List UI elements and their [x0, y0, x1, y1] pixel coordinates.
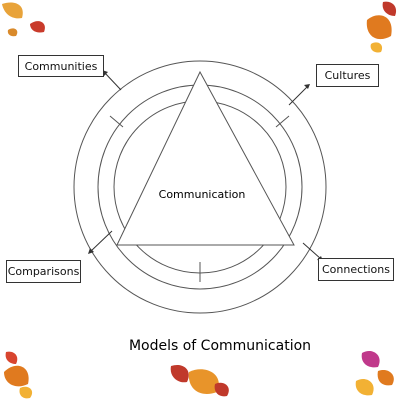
communities-label: Communities [24, 59, 98, 73]
ring-divider-upper-right [275, 115, 290, 128]
center-label: Communication [158, 188, 246, 201]
cultures-label: Cultures [324, 69, 371, 82]
arrowhead-comparisons [88, 248, 94, 254]
arrow-connections [302, 242, 322, 260]
connections-label: Connections [322, 263, 390, 276]
leaf-icon [214, 382, 229, 397]
leaf-icon [361, 350, 380, 368]
cultures-box: Cultures [316, 64, 379, 87]
leaf-cluster-bottom-center [170, 364, 229, 397]
arrow-comparisons [89, 230, 113, 253]
connections-box: Connections [318, 258, 394, 281]
outer-ring [73, 60, 327, 314]
arrowhead-cultures [304, 84, 310, 89]
communication-triangle [116, 70, 295, 246]
leaf-icon [19, 386, 33, 399]
comparisons-label: Comparisons [7, 265, 80, 278]
leaf-icon [188, 369, 219, 394]
leaf-icon [355, 378, 374, 396]
communities-box: Communities [18, 55, 104, 77]
leaf-icon [5, 351, 18, 364]
diagram-title: Models of Communication [128, 338, 312, 354]
leaf-icon [170, 364, 189, 383]
leaf-icon [370, 42, 383, 53]
arrow-communities [103, 71, 122, 91]
comparisons-box: Comparisons [6, 260, 81, 283]
leaf-cluster-bottom-right [355, 350, 394, 396]
leaf-icon [4, 365, 29, 387]
arrow-cultures [288, 85, 309, 106]
leaf-icon [382, 1, 397, 17]
ring-divider-upper-left [109, 115, 124, 128]
leaf-icon [377, 369, 394, 386]
leaf-cluster-top-right [366, 1, 397, 53]
leaf-icon [30, 21, 45, 33]
leaf-icon [7, 28, 18, 37]
leaf-icon [366, 15, 392, 40]
leaf-cluster-top-left [2, 2, 45, 37]
leaf-cluster-bottom-left [4, 351, 33, 399]
leaf-icon [2, 2, 23, 19]
